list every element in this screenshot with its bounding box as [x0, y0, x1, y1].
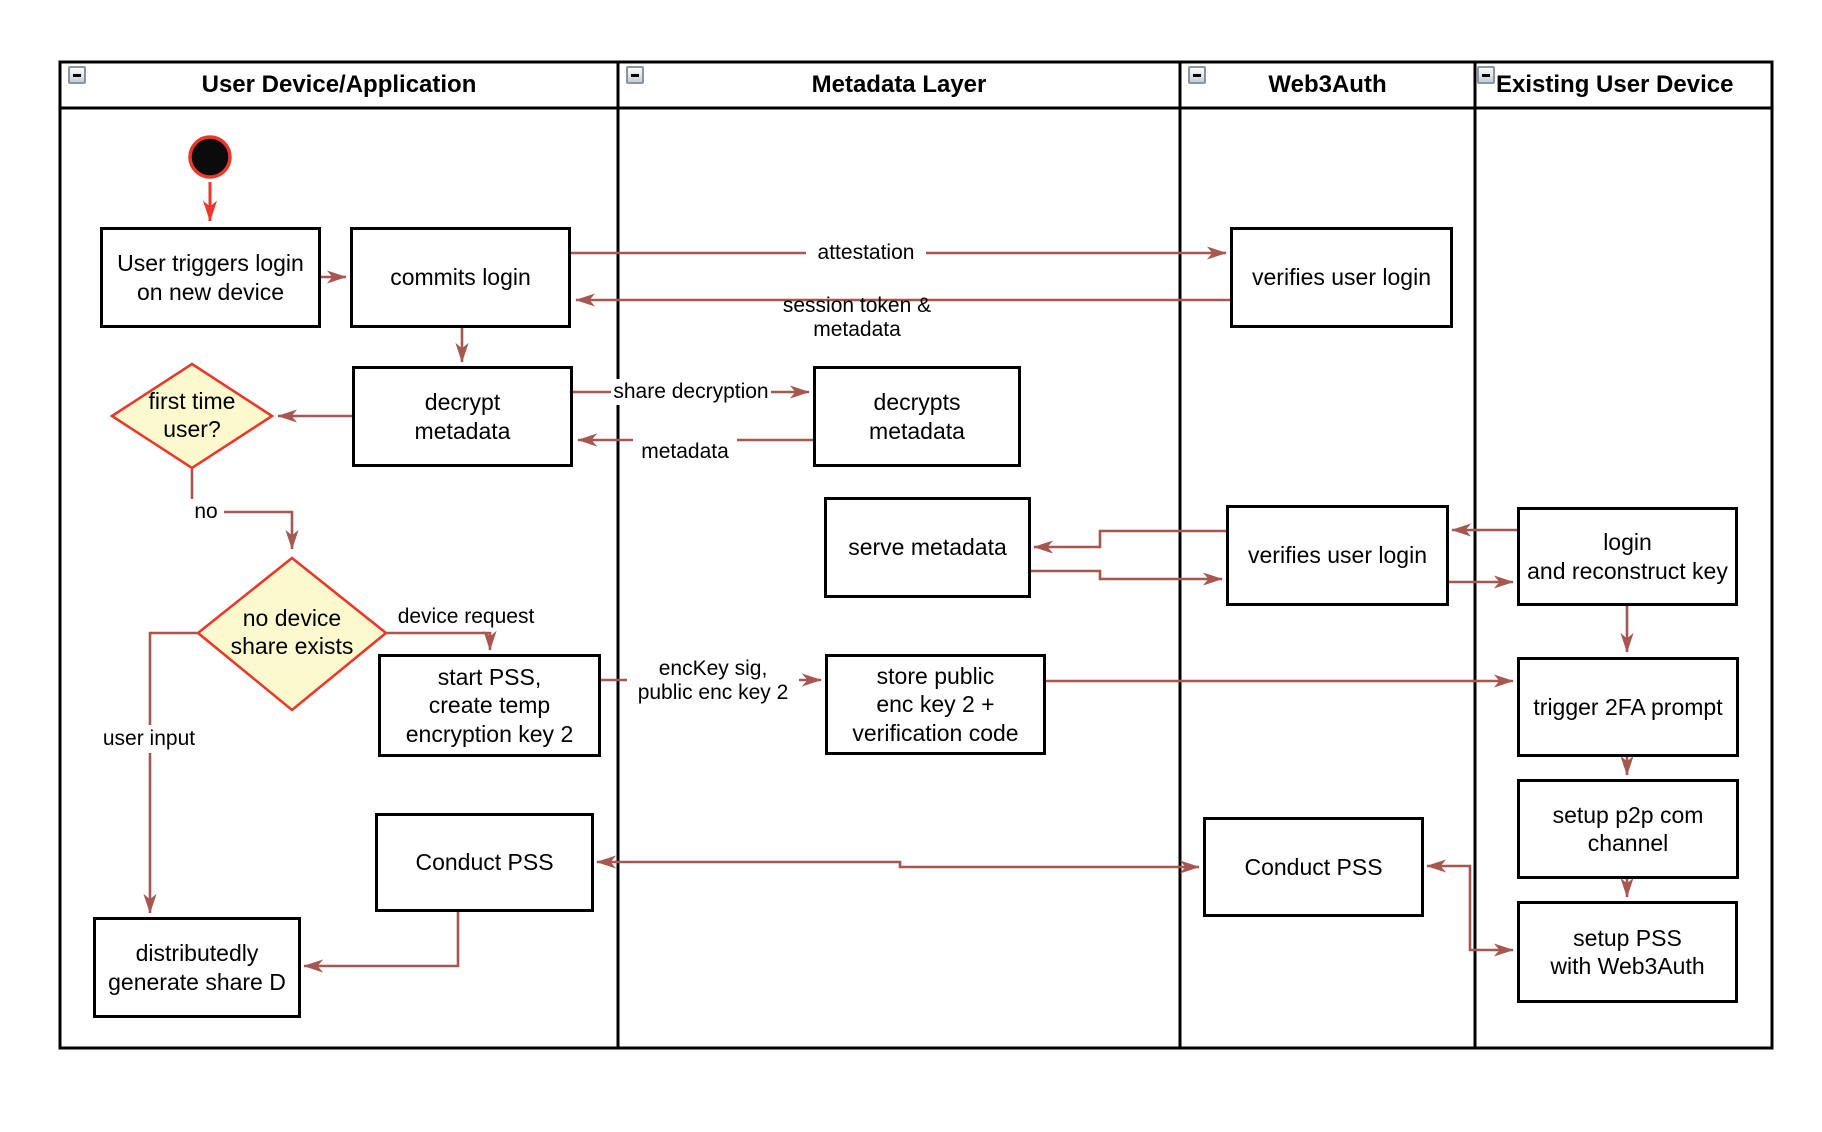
node-setup-pss-web3auth: setup PSS with Web3Auth: [1517, 901, 1738, 1003]
node-serve-metadata: serve metadata: [824, 497, 1031, 598]
node-start-pss: start PSS, create temp encryption key 2: [378, 654, 601, 757]
lane-header-web3auth: Web3Auth: [1268, 71, 1387, 98]
node-conduct-pss-web3auth: Conduct PSS: [1203, 817, 1424, 917]
edge-device-request: [386, 630, 497, 651]
edge-label-attestation: attestation: [806, 240, 926, 266]
node-verifies-user-login-1: verifies user login: [1230, 227, 1453, 328]
collapse-lane-icon[interactable]: [1188, 66, 1206, 84]
node-user-triggers-login: User triggers login on new device: [100, 227, 321, 328]
minus-icon: [1193, 74, 1201, 77]
edge-conductpss-to-shared: [303, 911, 460, 973]
lane-header-user-device: User Device/Application: [201, 71, 477, 98]
decision-no-device-share-label: no device share exists: [230, 605, 354, 659]
collapse-lane-icon[interactable]: [68, 66, 86, 84]
lane-header-existing-user-device: Existing User Device: [1496, 71, 1734, 98]
edge-label-user-input: user input: [99, 725, 199, 753]
diagram-frame: [58, 60, 1774, 1050]
decision-no-device-share: [195, 556, 389, 712]
node-commits-login: commits login: [350, 227, 571, 328]
minus-icon: [631, 74, 639, 77]
edge-label-session-token: session token & metadata: [782, 293, 932, 341]
minus-icon: [73, 74, 81, 77]
node-verifies-user-login-2: verifies user login: [1226, 505, 1449, 606]
edge-label-enckey: encKey sig, public enc key 2: [627, 655, 799, 707]
node-decrypts-metadata: decrypts metadata: [813, 366, 1021, 467]
node-login-reconstruct-key: login and reconstruct key: [1517, 507, 1738, 606]
node-generate-share-d: distributedly generate share D: [93, 917, 301, 1018]
collapse-lane-icon[interactable]: [626, 66, 644, 84]
start-node: [188, 135, 232, 179]
decision-first-time-user-label: first time user?: [148, 388, 236, 442]
node-setup-p2p-channel: setup p2p com channel: [1517, 779, 1739, 879]
lane-header-metadata-layer: Metadata Layer: [811, 71, 987, 98]
node-trigger-2fa-prompt: trigger 2FA prompt: [1517, 657, 1739, 757]
edge-setuppss-conductpss: [1426, 859, 1514, 957]
edge-user-input: [143, 631, 198, 914]
edge-serve-to-verifies2: [1030, 569, 1223, 586]
edge-label-no: no: [188, 499, 224, 525]
node-decrypt-metadata: decrypt metadata: [352, 366, 573, 467]
minus-icon: [1482, 74, 1490, 77]
edge-verifies2-to-serve: [1033, 529, 1226, 554]
edge-conductpss-conductpss: [596, 855, 1200, 874]
edge-label-metadata: metadata: [633, 437, 737, 467]
edge-label-device-request: device request: [397, 604, 535, 628]
node-conduct-pss-user: Conduct PSS: [375, 813, 594, 912]
edge-no-branch: [190, 468, 299, 550]
collapse-lane-icon[interactable]: [1477, 66, 1495, 84]
node-store-public-enc-key: store public enc key 2 + verification co…: [825, 654, 1046, 755]
edge-label-share-decryption: share decryption: [611, 379, 771, 405]
